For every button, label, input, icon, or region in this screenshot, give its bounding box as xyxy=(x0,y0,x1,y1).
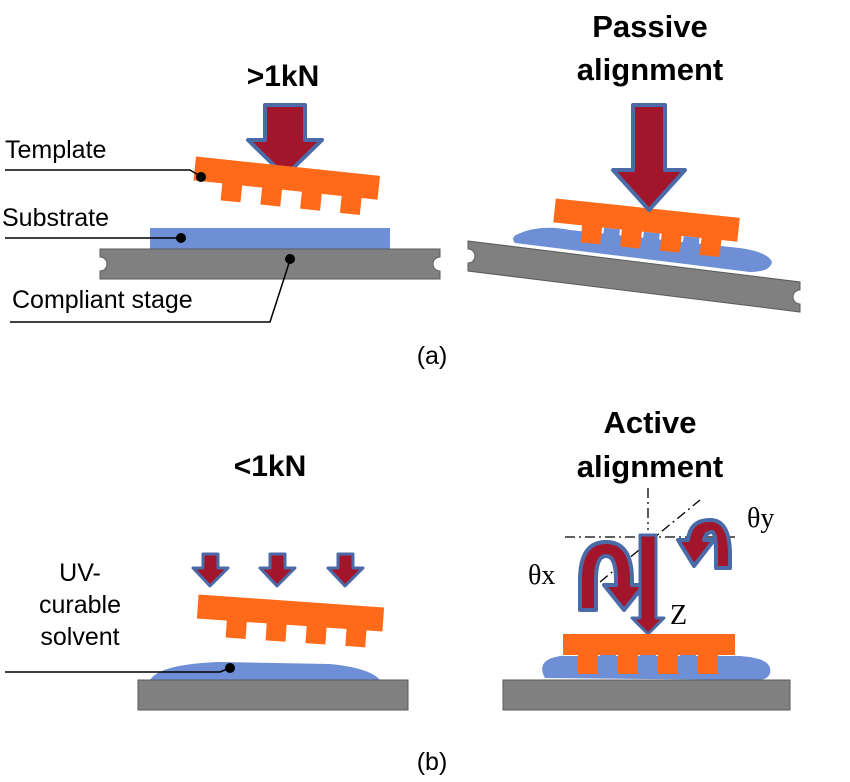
passive-title-line2: alignment xyxy=(577,52,723,87)
theta-y-rotation-arrow xyxy=(676,518,732,570)
panel-b-left: <1kN UV- curable solvent xyxy=(5,450,409,711)
uv-solvent-droplet xyxy=(150,662,380,680)
solvent-marker-dot xyxy=(225,663,235,673)
substrate-squeezed xyxy=(513,227,772,272)
theta-x-label: θx xyxy=(528,560,555,591)
small-force-arrow-1 xyxy=(191,552,230,588)
theta-x-rotation-arrow xyxy=(578,540,646,612)
small-force-arrow-2 xyxy=(258,552,297,588)
template-label: Template xyxy=(5,136,106,164)
leader-lines xyxy=(5,169,291,323)
solvent-label-line2: curable xyxy=(39,591,121,619)
panel-b-right: Active alignment θx θy Z xyxy=(502,405,791,711)
active-title-line2: alignment xyxy=(577,449,723,484)
solvent-label-line1: UV- xyxy=(59,559,101,587)
substrate-in-gaps xyxy=(602,227,700,255)
substrate-b-gaps xyxy=(600,655,696,674)
template-marker-dot xyxy=(196,172,206,182)
stage-b-left xyxy=(137,679,409,711)
substrate-b-right xyxy=(542,656,771,680)
active-title-line1: Active xyxy=(603,405,696,440)
substrate-marker-dot xyxy=(176,233,186,243)
small-force-arrow-3 xyxy=(326,552,365,588)
z-label: Z xyxy=(670,600,687,631)
substrate xyxy=(150,228,390,249)
template-pressed xyxy=(553,198,740,257)
passive-force-arrow xyxy=(611,103,687,212)
template-b-tilted xyxy=(196,594,385,648)
theta-y-label: θy xyxy=(747,503,774,534)
template-flat xyxy=(563,634,735,674)
force-label-low: <1kN xyxy=(234,450,307,483)
force-label-high: >1kN xyxy=(247,60,320,93)
caption-a: (a) xyxy=(417,342,448,370)
caption-b: (b) xyxy=(417,748,448,776)
solvent-label-line3: solvent xyxy=(40,623,119,651)
panel-a-left: >1kN Template Substrate Compliant stage xyxy=(2,60,441,323)
compliant-stage-tilted xyxy=(467,240,801,313)
stage-marker-dot xyxy=(285,254,295,264)
large-force-arrow xyxy=(246,103,324,178)
substrate-label: Substrate xyxy=(2,204,109,232)
stage-b-right xyxy=(502,679,791,711)
panel-a-right: Passive alignment xyxy=(467,9,801,313)
compliant-stage xyxy=(99,248,441,280)
z-translation-arrow xyxy=(630,533,666,636)
passive-title-line1: Passive xyxy=(592,9,708,44)
template-tilted xyxy=(193,156,380,215)
stage-label: Compliant stage xyxy=(12,286,193,314)
